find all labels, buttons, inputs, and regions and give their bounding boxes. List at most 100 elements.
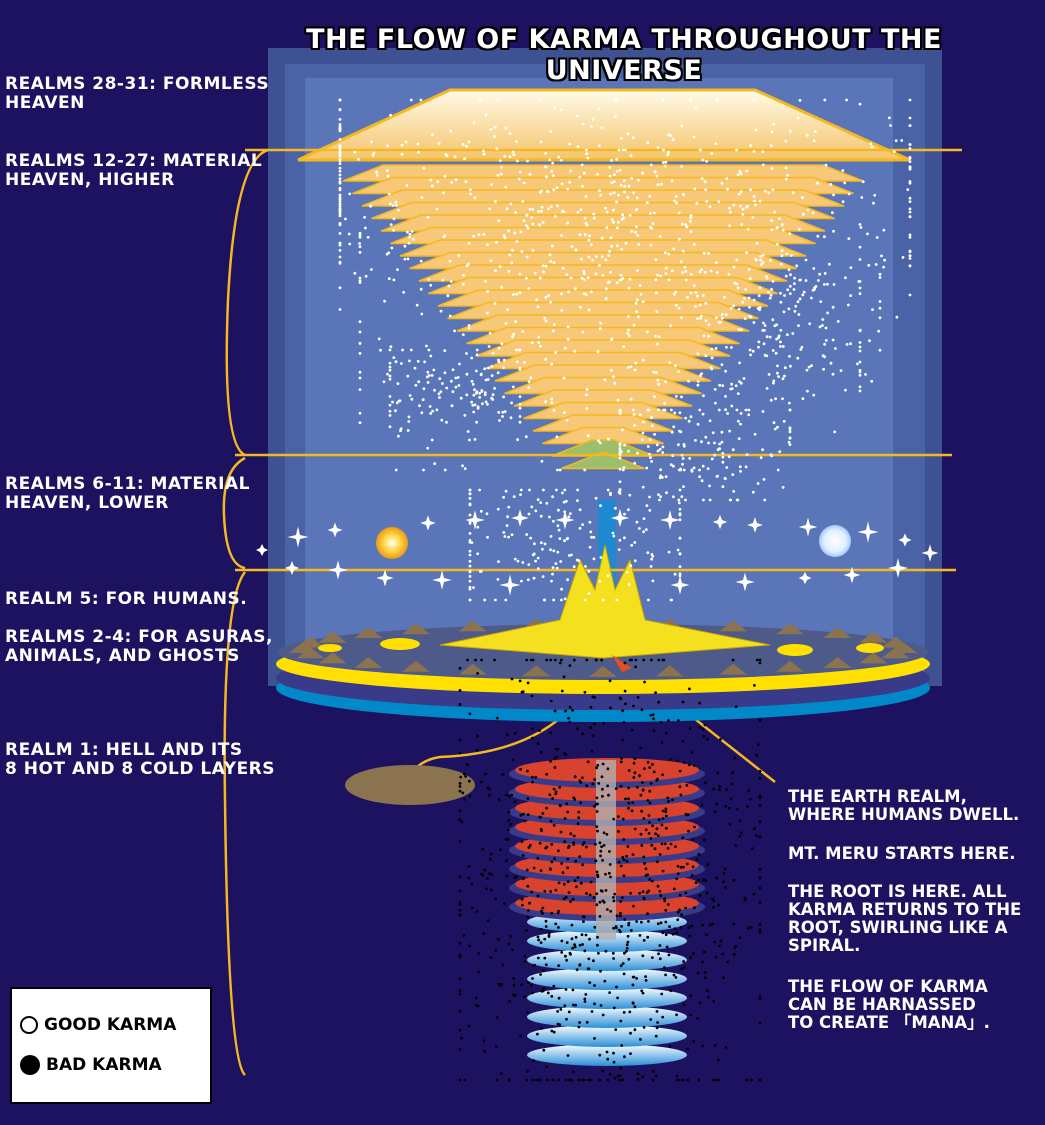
good-karma-dot	[832, 229, 835, 233]
good-karma-dot	[527, 287, 531, 290]
good-karma-dot	[399, 427, 403, 431]
good-karma-dot	[793, 282, 796, 285]
bad-karma-dot	[493, 658, 496, 662]
bad-karma-dot	[573, 775, 577, 779]
bad-karma-dot	[458, 913, 462, 916]
good-karma-dot	[486, 535, 489, 539]
good-karma-dot	[576, 488, 579, 492]
good-karma-dot	[358, 242, 361, 245]
good-karma-dot	[678, 507, 682, 511]
bad-karma-dot	[568, 720, 572, 724]
good-karma-dot	[900, 139, 904, 142]
good-karma-dot	[510, 533, 514, 537]
good-karma-dot	[723, 477, 727, 480]
good-karma-dot	[762, 478, 766, 481]
good-karma-dot	[511, 335, 514, 339]
bad-karma-dot	[477, 952, 481, 955]
good-karma-dot	[655, 174, 659, 178]
bad-karma-dot	[590, 1010, 594, 1013]
good-karma-dot	[798, 297, 802, 301]
good-karma-dot	[358, 342, 362, 345]
good-karma-dot	[585, 152, 589, 156]
good-karma-dot	[659, 182, 663, 186]
bad-karma-dot	[530, 694, 534, 698]
good-karma-dot	[843, 181, 847, 185]
bad-karma-dot	[654, 1074, 658, 1078]
star-icon	[857, 521, 879, 543]
good-karma-dot	[805, 133, 809, 137]
good-karma-dot	[707, 441, 710, 445]
good-karma-dot	[552, 598, 556, 602]
good-karma-dot	[585, 407, 589, 410]
bad-karma-dot	[526, 813, 530, 816]
good-karma-dot	[470, 400, 473, 404]
good-karma-dot	[788, 443, 792, 446]
bad-karma-dot	[644, 828, 648, 832]
bad-karma-dot	[646, 935, 650, 939]
good-karma-dot	[624, 148, 627, 152]
good-karma-dot	[443, 349, 447, 352]
good-karma-dot	[387, 277, 391, 281]
good-karma-dot	[759, 258, 763, 262]
good-karma-dot	[718, 383, 722, 387]
good-karma-dot	[772, 379, 776, 383]
good-karma-dot	[735, 258, 739, 262]
good-karma-dot	[443, 371, 447, 375]
bad-karma-dot	[458, 785, 462, 788]
bad-karma-dot	[595, 766, 598, 770]
good-karma-dot	[358, 320, 362, 324]
bad-karma-dot	[612, 1060, 616, 1064]
good-karma-dot	[563, 539, 566, 543]
good-karma-dot	[489, 127, 493, 131]
bad-karma-dot	[646, 760, 650, 764]
bad-karma-dot	[600, 845, 603, 849]
sun-icon	[376, 527, 408, 559]
good-karma-dot	[570, 553, 573, 557]
good-karma-dot	[681, 192, 685, 196]
good-karma-dot	[472, 393, 476, 397]
good-karma-dot	[613, 115, 617, 118]
good-karma-dot	[751, 490, 755, 494]
bad-karma-dot	[693, 825, 696, 829]
bad-karma-dot	[714, 955, 718, 959]
good-karma-dot	[583, 292, 586, 295]
bad-karma-dot	[575, 727, 579, 730]
good-karma-dot	[770, 288, 773, 291]
good-karma-dot	[635, 298, 639, 302]
bad-karma-dot	[698, 726, 702, 729]
bad-karma-dot	[666, 846, 670, 850]
good-karma-dot	[740, 223, 744, 226]
good-karma-dot	[736, 392, 740, 395]
bad-karma-dot	[570, 923, 574, 927]
good-karma-dot	[824, 163, 828, 167]
bad-karma-dot	[575, 968, 579, 972]
bad-karma-dot	[507, 818, 511, 822]
bad-karma-dot	[612, 926, 615, 930]
good-karma-dot	[747, 408, 751, 412]
good-karma-dot	[784, 166, 788, 170]
bad-karma-dot	[587, 1078, 590, 1082]
good-karma-dot	[739, 172, 743, 176]
good-karma-dot	[534, 509, 538, 513]
good-karma-dot	[348, 242, 352, 246]
star-icon	[255, 543, 269, 557]
good-karma-dot	[801, 293, 805, 297]
good-karma-dot	[650, 226, 653, 230]
good-karma-dot	[618, 453, 622, 457]
good-karma-dot	[634, 208, 638, 212]
good-karma-dot	[430, 374, 434, 377]
bad-karma-dot	[728, 823, 732, 826]
bad-karma-dot	[477, 970, 481, 974]
bad-karma-dot	[461, 791, 465, 795]
bad-karma-dot	[557, 1078, 560, 1082]
good-karma-dot	[812, 139, 816, 143]
bad-karma-dot	[566, 880, 570, 884]
bad-karma-dot	[592, 959, 595, 963]
good-karma-dot	[338, 232, 342, 235]
good-karma-dot	[525, 276, 528, 280]
good-karma-dot	[792, 288, 796, 291]
bad-karma-dot	[661, 869, 665, 873]
good-karma-dot	[845, 98, 848, 102]
good-karma-dot	[600, 126, 604, 130]
good-karma-dot	[708, 484, 711, 488]
